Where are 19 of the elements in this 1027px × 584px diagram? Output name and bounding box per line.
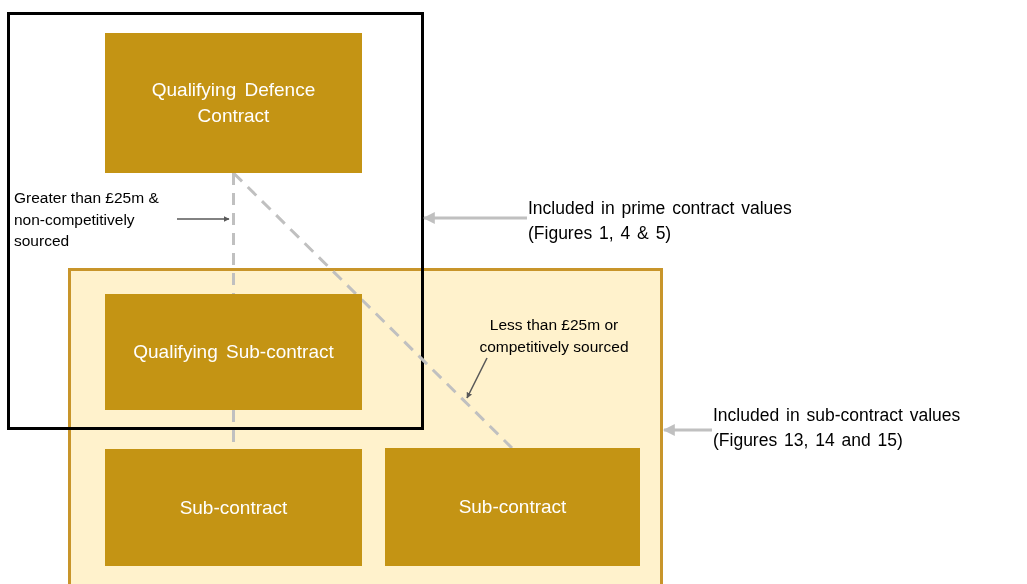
dashed-connector	[232, 173, 235, 294]
boundary-frame	[7, 12, 424, 430]
box-label: Sub-contract	[458, 495, 567, 520]
box-label: Sub-contract	[179, 495, 288, 520]
leader-arrow	[466, 357, 488, 399]
annotation-text: Included in sub-contract values (Figures 13, 14 and 15)	[713, 403, 1025, 455]
annotation-text: Less than £25m or competitively sourced	[453, 314, 655, 358]
process-box	[105, 294, 362, 410]
arrow	[662, 424, 712, 436]
box-label: Qualifying Sub-contract	[133, 340, 334, 365]
process-box	[105, 33, 362, 173]
box-label: Qualifying Defence Contract	[150, 78, 317, 128]
leader-arrow	[176, 216, 230, 222]
dashed-connector	[232, 171, 514, 450]
process-box	[105, 449, 362, 566]
annotation-text: Included in prime contract values (Figures 1, 4 & 5)	[528, 196, 828, 244]
annotation-text: Greater than £25m & non-competitively sourced	[14, 187, 176, 257]
process-box	[385, 448, 640, 566]
arrow	[422, 212, 527, 224]
